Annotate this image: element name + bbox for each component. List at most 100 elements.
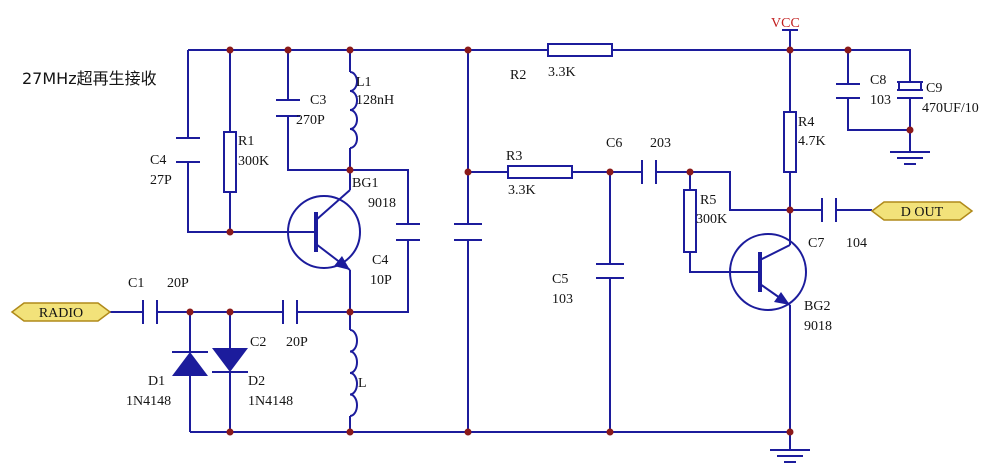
- c1-capacitor: [142, 300, 158, 324]
- r4-value: 4.7K: [798, 134, 826, 149]
- c4b-capacitor: [396, 223, 420, 241]
- c2-ref: C2: [250, 335, 266, 350]
- c3-wire: [287, 50, 350, 171]
- r2-value: 3.3K: [548, 65, 576, 80]
- junction-dot: [686, 168, 694, 176]
- d2-ref: D2: [248, 374, 265, 389]
- bg2-ref: BG2: [804, 299, 830, 314]
- bg1-ref: BG1: [352, 176, 378, 191]
- d1-value: 1N4148: [126, 394, 171, 409]
- c4a-capacitor: [176, 137, 200, 163]
- vcc-label: VCC: [771, 16, 800, 31]
- dout-port-label: D OUT: [901, 205, 944, 220]
- ground-symbol-bottom: [770, 449, 810, 463]
- r4-ref: R4: [798, 115, 814, 130]
- c3-ref: C3: [310, 93, 326, 108]
- labels: VCC L1 128nH C3 270P C4 27P R1 300K BG1 …: [126, 16, 979, 409]
- r2-resistor: [547, 43, 613, 57]
- r5-value: 300K: [696, 212, 727, 227]
- junction-dot: [226, 228, 234, 236]
- wires: [110, 30, 911, 450]
- junction-dot: [346, 166, 354, 174]
- r3-value: 3.3K: [508, 183, 536, 198]
- c1-value: 20P: [167, 276, 189, 291]
- bg1-transistor: [287, 189, 361, 271]
- junction-dot: [186, 308, 194, 316]
- c8-capacitor: [836, 83, 860, 99]
- c6-capacitor: [641, 160, 657, 184]
- c9-body: [898, 81, 922, 91]
- c5-value: 103: [552, 292, 573, 307]
- junction-dot: [906, 126, 914, 134]
- c3-value: 270P: [296, 113, 325, 128]
- junction-dot: [786, 46, 794, 54]
- junction-dot: [606, 428, 614, 436]
- c7-capacitor: [821, 198, 837, 222]
- components: [142, 29, 930, 463]
- r5-resistor: [683, 189, 697, 253]
- junction-dot: [844, 46, 852, 54]
- radio-port: RADIO: [10, 302, 112, 322]
- junction-dot: [464, 428, 472, 436]
- r1-value: 300K: [238, 154, 269, 169]
- junction-dot: [226, 308, 234, 316]
- bg2-value: 9018: [804, 319, 832, 334]
- c7-ref: C7: [808, 236, 824, 251]
- r5-ref: R5: [700, 193, 716, 208]
- c6-ref: C6: [606, 136, 622, 151]
- r1-resistor: [223, 131, 237, 193]
- c8-ref: C8: [870, 73, 886, 88]
- junction-dot: [786, 206, 794, 214]
- c4a-wire: [187, 50, 288, 233]
- d2-diode: [212, 348, 248, 373]
- top-rail-wire: [188, 49, 911, 82]
- d1-diode: [172, 351, 208, 376]
- r2-ref: R2: [510, 68, 526, 83]
- diagram-title: 27MHz超再生接收: [22, 69, 157, 88]
- junction-dot: [786, 428, 794, 436]
- dout-port: D OUT: [870, 201, 974, 221]
- l-inductor: [349, 329, 358, 417]
- junction-dot: [346, 46, 354, 54]
- c9-value: 470UF/10: [922, 101, 979, 116]
- c8-value: 103: [870, 93, 891, 108]
- d2-value: 1N4148: [248, 394, 293, 409]
- c3-capacitor: [276, 99, 300, 117]
- junction-dot: [284, 46, 292, 54]
- c8-c9-wire: [847, 50, 911, 152]
- r1-ref: R1: [238, 134, 254, 149]
- c4b-wire: [350, 169, 409, 313]
- c6-value: 203: [650, 136, 671, 151]
- c4a-ref: C4: [150, 153, 166, 168]
- junction-dot: [346, 308, 354, 316]
- l1-ref: L1: [356, 75, 372, 90]
- c1-ref: C1: [128, 276, 144, 291]
- ground-symbol-top: [890, 151, 930, 165]
- c9-ref: C9: [926, 81, 942, 96]
- junction-dot: [226, 428, 234, 436]
- radio-port-label: RADIO: [39, 306, 83, 321]
- junction-dot: [606, 168, 614, 176]
- d1-ref: D1: [148, 374, 165, 389]
- c2-value: 20P: [286, 335, 308, 350]
- r3-resistor: [507, 165, 573, 179]
- c4b-value: 10P: [370, 273, 392, 288]
- bg1-value: 9018: [368, 196, 396, 211]
- r3-ref: R3: [506, 149, 522, 164]
- c2-capacitor: [282, 300, 298, 324]
- l1-value: 128nH: [356, 93, 394, 108]
- l-ref: L: [358, 376, 367, 391]
- junctions: [186, 46, 914, 436]
- junction-dot: [464, 46, 472, 54]
- c4b-ref: C4: [372, 253, 388, 268]
- l1-inductor: [349, 71, 358, 149]
- r4-resistor: [783, 111, 797, 173]
- junction-dot: [226, 46, 234, 54]
- c4a-value: 27P: [150, 173, 172, 188]
- c7-value: 104: [846, 236, 867, 251]
- junction-dot: [346, 428, 354, 436]
- c5-ref: C5: [552, 272, 568, 287]
- center-capacitor: [454, 223, 482, 241]
- bg2-transistor: [729, 233, 807, 311]
